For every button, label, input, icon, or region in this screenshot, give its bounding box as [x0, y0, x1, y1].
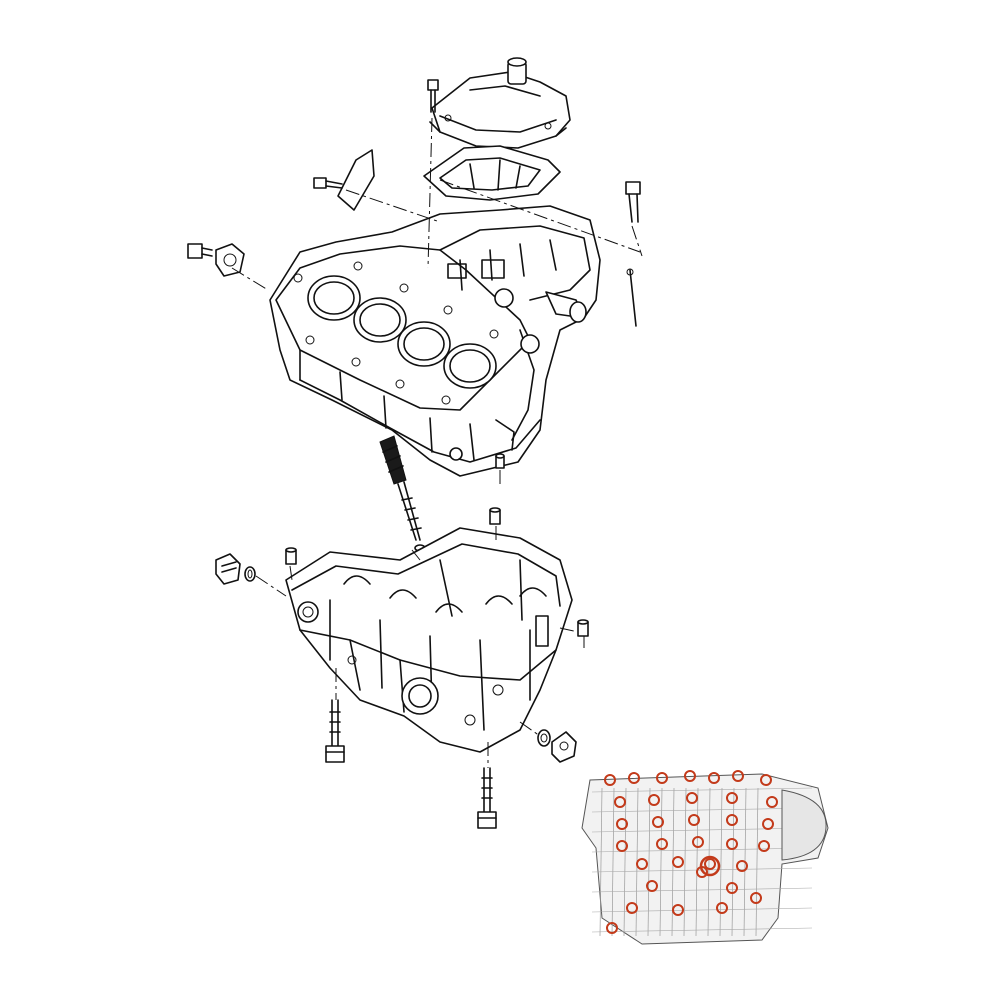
- inset-highlight-mark: [648, 794, 660, 806]
- inset-highlight-mark: [614, 796, 626, 808]
- inset-highlight-mark: [699, 855, 721, 877]
- inset-highlight-mark: [750, 892, 762, 904]
- inset-highlight-mark: [766, 796, 778, 808]
- inset-highlight-mark: [636, 858, 648, 870]
- inset-highlight-mark: [626, 902, 638, 914]
- drain-plugs: [537, 729, 577, 763]
- crankcase-bolts: [477, 767, 497, 829]
- inset-hatch: [591, 827, 813, 833]
- bracket-plate: [313, 149, 375, 211]
- inset-highlight-mark: [704, 858, 716, 870]
- inset-hatch: [591, 807, 813, 813]
- inset-hatch: [707, 787, 711, 937]
- assembly-guide-lines: [231, 117, 643, 768]
- inset-highlight-mark: [692, 836, 704, 848]
- inset-highlight-mark: [616, 818, 628, 830]
- lower-crankcase: [285, 527, 573, 753]
- inset-hatch: [683, 787, 687, 937]
- inset-highlight-mark: [628, 772, 640, 784]
- inset-highlight-mark: [736, 860, 748, 872]
- oil-pump-cover: [429, 57, 571, 149]
- inset-highlight-mark: [672, 856, 684, 868]
- inset-hatch: [591, 927, 813, 933]
- dowel-pins: [285, 453, 589, 637]
- inset-highlight-mark: [760, 774, 772, 786]
- inset-highlight-mark: [732, 770, 744, 782]
- inset-hatch: [591, 847, 813, 853]
- drain-plugs: [215, 553, 256, 585]
- inset-hatch: [731, 787, 735, 937]
- crankcase-bolts: [427, 79, 439, 113]
- inset-highlight-mark: [646, 880, 658, 892]
- inset-highlight-mark: [708, 772, 720, 784]
- inset-highlight-mark: [726, 838, 738, 850]
- inset-hatch: [591, 887, 813, 893]
- inset-hatch: [755, 787, 759, 937]
- inset-highlight-mark: [726, 792, 738, 804]
- inset-highlight-mark: [758, 840, 770, 852]
- inset-highlight-mark: [716, 902, 728, 914]
- inset-highlight-mark: [616, 840, 628, 852]
- crankcase-bolts: [625, 181, 641, 223]
- engine-locator-icon: [581, 770, 829, 945]
- inset-hatch: [659, 787, 663, 937]
- crankcase-bolts: [325, 699, 345, 763]
- inset-highlight-mark: [684, 770, 696, 782]
- drain-plugs: [187, 243, 245, 277]
- oil-level-pin: [629, 269, 637, 327]
- inset-highlight-mark: [688, 814, 700, 826]
- cover-gasket: [423, 145, 561, 201]
- inset-hatch: [695, 787, 699, 937]
- inset-highlight-mark: [652, 816, 664, 828]
- inset-hatch: [647, 787, 651, 937]
- inset-side-cover: [781, 789, 827, 861]
- inset-hatch: [591, 787, 813, 793]
- inset-highlight-mark: [726, 882, 738, 894]
- inset-hatch: [719, 787, 723, 937]
- upper-crankcase: [269, 205, 601, 477]
- inset-highlight-mark: [606, 922, 618, 934]
- inset-hatch: [599, 787, 603, 937]
- inset-highlight-mark: [656, 838, 668, 850]
- inset-highlight-mark: [604, 774, 616, 786]
- inset-highlight-mark: [726, 814, 738, 826]
- inset-highlight-mark: [686, 792, 698, 804]
- inset-highlight-mark: [672, 904, 684, 916]
- inset-highlight-mark: [656, 772, 668, 784]
- inset-highlight-mark: [762, 818, 774, 830]
- oil-jet: [379, 435, 426, 552]
